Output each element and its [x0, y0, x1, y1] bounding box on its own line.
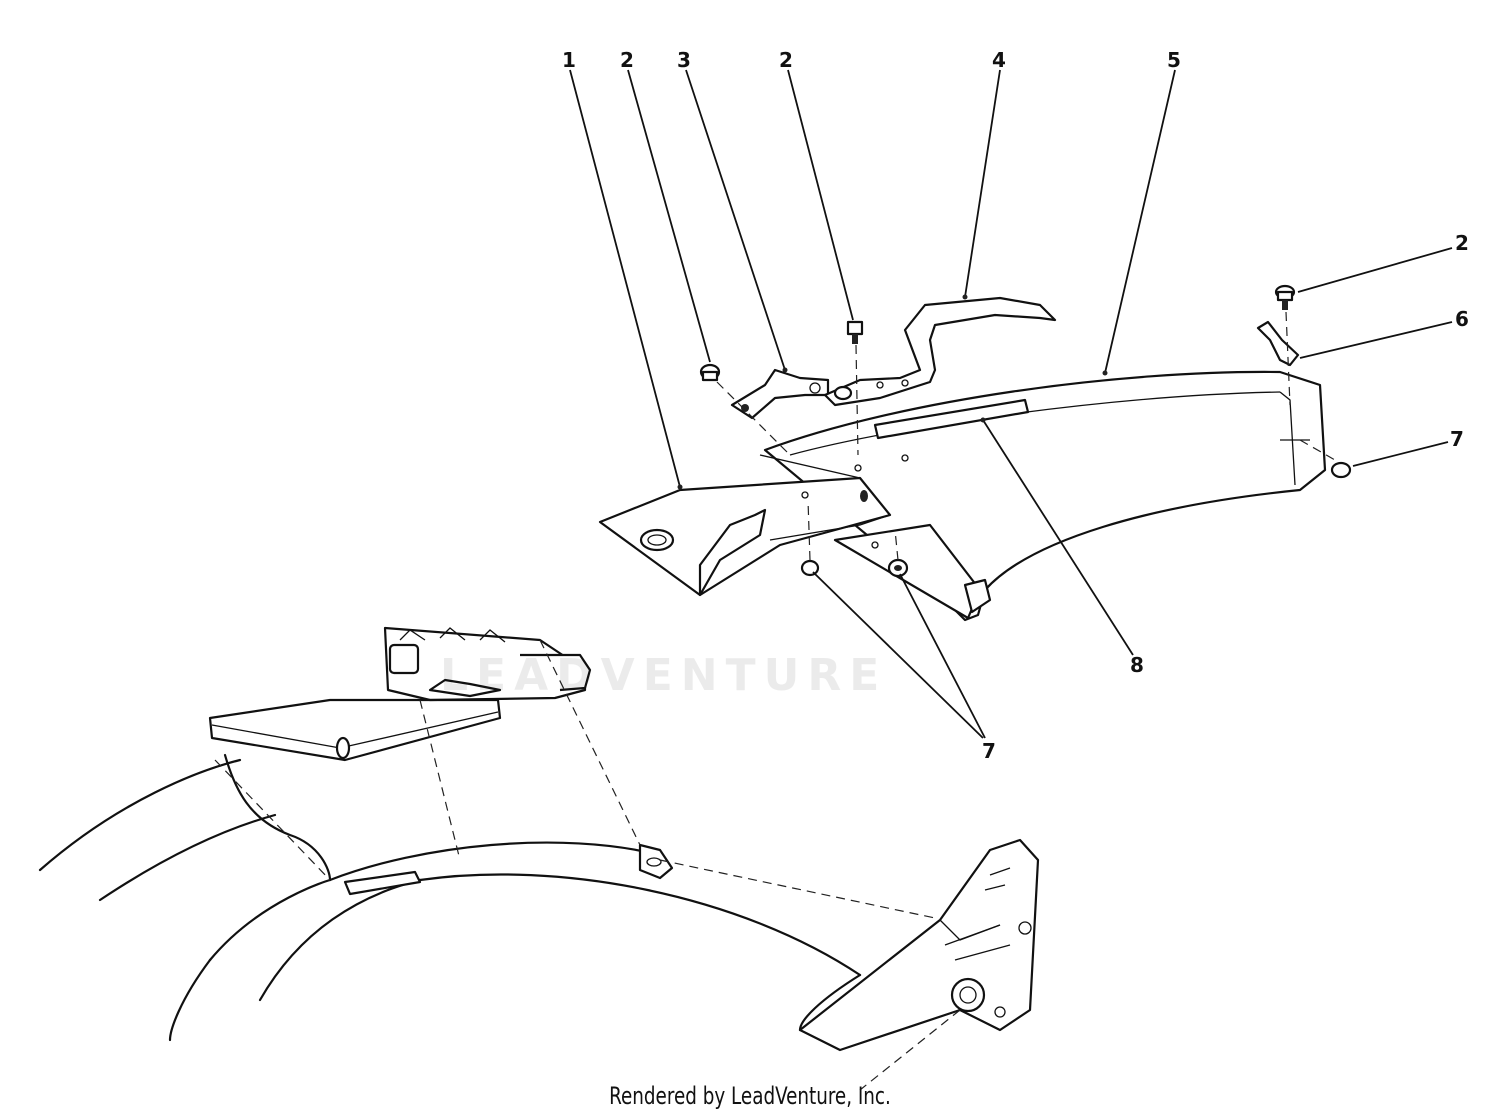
- mower-deck: [38, 626, 1040, 1091]
- callout-2: 2: [620, 48, 634, 72]
- handle-4: [823, 296, 1057, 407]
- callout-8: 8: [1130, 653, 1144, 677]
- callout-6: 6: [1455, 307, 1469, 331]
- bolt: [699, 363, 721, 382]
- callouts: 1 2 3 2 4 5 2 6 7 8 7: [562, 48, 1469, 763]
- callout-4: 4: [992, 48, 1006, 72]
- callout-2: 2: [779, 48, 793, 72]
- bolt: [846, 320, 864, 344]
- leader-lines: [569, 69, 1453, 739]
- bolt: [1274, 284, 1296, 310]
- callout-1: 1: [562, 48, 576, 72]
- callout-2: 2: [1455, 231, 1469, 255]
- callout-7: 7: [982, 739, 996, 763]
- callout-3: 3: [677, 48, 691, 72]
- bracket-3: [730, 368, 830, 420]
- callout-7: 7: [1450, 427, 1464, 451]
- discharge-chute-assembly: [598, 284, 1352, 622]
- callout-5: 5: [1167, 48, 1181, 72]
- footer-credit: Rendered by LeadVenture, Inc.: [609, 1082, 891, 1110]
- watermark: LEADVENTURE: [440, 650, 888, 701]
